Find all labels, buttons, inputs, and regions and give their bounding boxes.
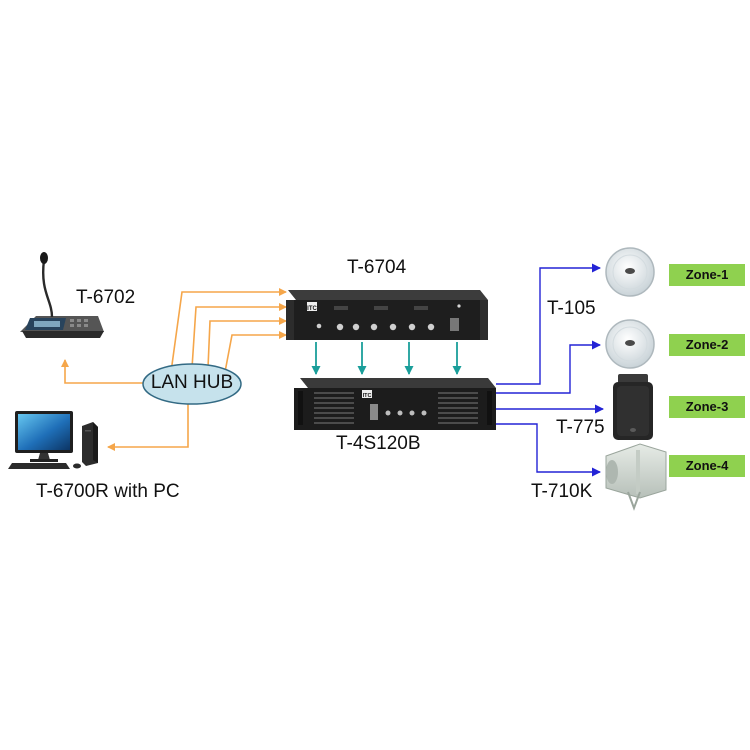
speaker-line-zone-2	[496, 340, 601, 394]
lan-hub-ellipse	[142, 363, 242, 405]
matrix-unit-icon: ITC	[286, 290, 488, 340]
amplifier-unit-icon: ITC	[294, 378, 496, 430]
zone-badge-2: Zone-2	[669, 334, 745, 356]
ceiling-speaker-zone-2-icon	[605, 319, 655, 369]
network-line-matrix-3	[207, 317, 287, 369]
zone-badge-4: Zone-4	[669, 455, 745, 477]
audio-links	[311, 342, 462, 375]
speaker-line-zone-4	[496, 423, 601, 477]
lan-hub-label: LAN HUB	[150, 372, 234, 393]
horn-speaker-label: T-710K	[531, 481, 593, 502]
ceiling-speaker-label: T-105	[547, 298, 596, 319]
mic-station-label: T-6702	[76, 287, 136, 308]
wall-speaker-label: T-775	[556, 417, 605, 438]
network-line-mic	[61, 359, 144, 384]
network-line-matrix-1	[170, 288, 287, 373]
zone-badge-3: Zone-3	[669, 396, 745, 418]
pc-computer-icon	[8, 411, 98, 469]
horn-speaker-icon	[605, 443, 667, 511]
network-line-matrix-2	[191, 303, 287, 369]
ceiling-speaker-zone-1-icon	[605, 247, 655, 297]
wall-speaker-icon	[613, 374, 653, 440]
svg-text:ITC: ITC	[307, 306, 317, 312]
zone-badge-1: Zone-1	[669, 264, 745, 286]
speaker-line-zone-1	[496, 263, 601, 385]
network-line-pc	[107, 402, 189, 451]
network-lines	[61, 288, 287, 451]
network-line-matrix-4	[224, 331, 287, 373]
amplifier-label: T-4S120B	[336, 433, 421, 454]
svg-text:ITC: ITC	[363, 393, 372, 399]
speaker-lines	[496, 263, 604, 477]
microphone-station-icon	[20, 252, 104, 338]
matrix-label: T-6704	[347, 257, 407, 278]
pc-software-label: T-6700R with PC	[36, 481, 180, 502]
